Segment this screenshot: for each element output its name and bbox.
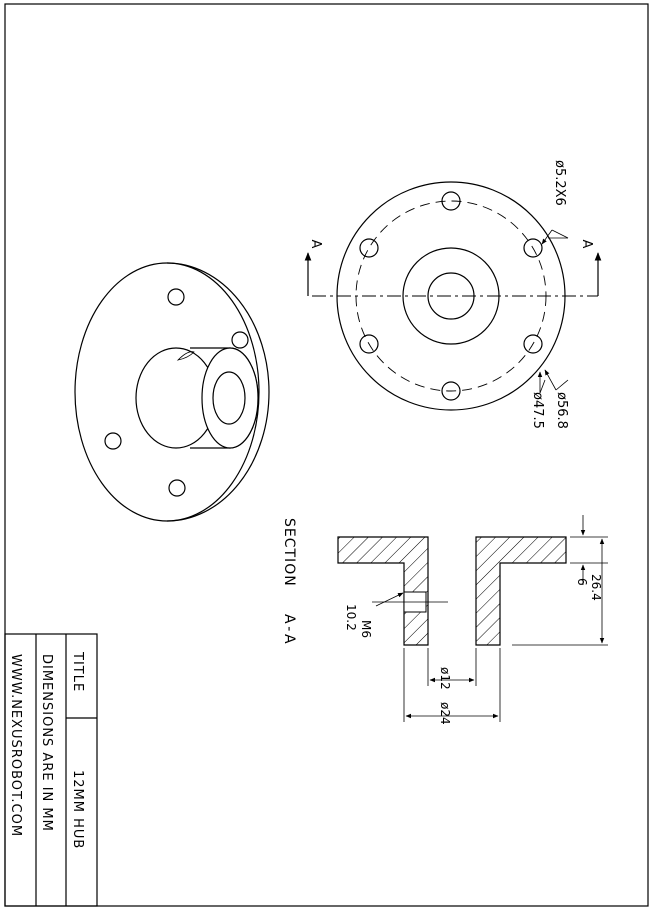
flange-diameter-callout: ø56.8 <box>554 392 569 429</box>
units-note: DIMENSIONS ARE IN MM <box>39 654 54 832</box>
set-screw-callout: M6 <box>359 620 373 638</box>
bore-dimension: ø12 <box>438 667 452 690</box>
section-marker-right: A <box>579 240 594 249</box>
hub-diameter-dimension: ø24 <box>438 702 452 725</box>
front-view <box>304 181 602 411</box>
overall-length-dimension: 26.4 <box>589 574 603 601</box>
isometric-view <box>74 262 270 522</box>
title-label: TITLE <box>70 651 85 692</box>
set-screw-position-dimension: 10.2 <box>344 604 358 631</box>
section-view <box>337 515 608 722</box>
section-marker-left: A <box>308 240 323 249</box>
bolt-hole-callout: ø5.2X6 <box>552 160 567 206</box>
section-title: SECTION <box>281 518 297 587</box>
bolt-circle-callout: ø47.5 <box>530 392 545 429</box>
title-block <box>4 633 98 907</box>
title-value: 12MM HUB <box>70 770 85 849</box>
website: WWW.NEXUSROBOT.COM <box>8 654 23 837</box>
sheet-border <box>4 3 649 907</box>
section-name: A-A <box>281 614 297 647</box>
flange-thickness-dimension: 6 <box>575 578 589 586</box>
